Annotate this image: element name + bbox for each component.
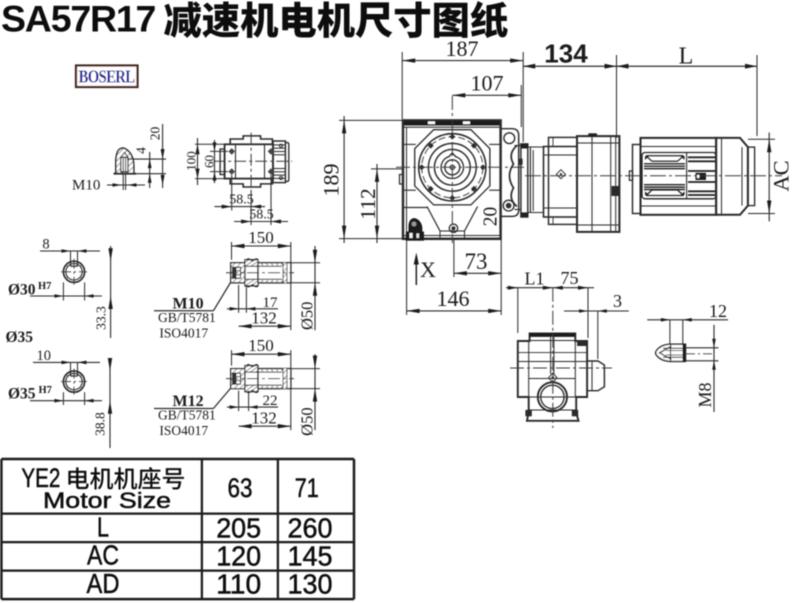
- svg-text:M10: M10: [72, 178, 100, 194]
- svg-text:71: 71: [295, 473, 319, 503]
- svg-text:75: 75: [561, 268, 579, 288]
- svg-text:146: 146: [437, 286, 470, 311]
- svg-text:132: 132: [251, 309, 277, 328]
- svg-text:187: 187: [446, 36, 479, 61]
- svg-text:73: 73: [465, 249, 488, 274]
- svg-text:58.5: 58.5: [249, 207, 274, 222]
- svg-text:132: 132: [251, 409, 277, 428]
- svg-text:ISO4017: ISO4017: [159, 325, 208, 340]
- svg-text:AD: AD: [87, 568, 120, 599]
- svg-text:20: 20: [481, 207, 502, 227]
- svg-text:134: 134: [544, 39, 588, 69]
- svg-text:GB/T5781: GB/T5781: [158, 408, 216, 423]
- svg-text:63: 63: [228, 473, 253, 503]
- svg-text:AC: AC: [87, 540, 119, 571]
- svg-text:145: 145: [288, 541, 333, 572]
- svg-text:Motor Size: Motor Size: [43, 488, 171, 513]
- svg-text:150: 150: [248, 336, 274, 355]
- svg-text:260: 260: [288, 513, 333, 544]
- svg-text:H7: H7: [39, 385, 52, 396]
- svg-text:Ø50: Ø50: [298, 407, 317, 435]
- svg-text:22: 22: [263, 393, 278, 409]
- svg-text:H7: H7: [38, 281, 51, 292]
- svg-text:L: L: [679, 44, 694, 70]
- svg-text:SA57R17: SA57R17: [1, 0, 156, 40]
- svg-text:3: 3: [613, 291, 622, 311]
- svg-text:112: 112: [356, 188, 380, 219]
- svg-text:BOSERL: BOSERL: [79, 67, 136, 87]
- svg-text:Ø50: Ø50: [298, 302, 317, 330]
- svg-text:Ø35: Ø35: [6, 329, 34, 346]
- svg-text:205: 205: [216, 513, 261, 544]
- svg-text:38.8: 38.8: [93, 412, 108, 436]
- svg-text:M8: M8: [695, 382, 715, 407]
- svg-text:120: 120: [216, 541, 261, 572]
- svg-text:100: 100: [184, 151, 199, 171]
- svg-text:17: 17: [263, 295, 279, 311]
- svg-text:8: 8: [42, 237, 49, 253]
- svg-text:X: X: [420, 257, 436, 282]
- svg-text:4: 4: [134, 147, 149, 154]
- svg-text:YE2: YE2: [21, 463, 60, 493]
- svg-text:33.3: 33.3: [94, 306, 109, 330]
- svg-text:Ø30: Ø30: [8, 282, 36, 299]
- svg-text:60: 60: [202, 155, 217, 168]
- svg-text:L: L: [97, 512, 109, 543]
- svg-text:L1: L1: [525, 269, 545, 289]
- svg-text:Ø35: Ø35: [8, 386, 36, 403]
- svg-text:150: 150: [248, 228, 274, 247]
- svg-text:20: 20: [148, 127, 163, 141]
- svg-text:189: 189: [319, 164, 344, 197]
- svg-text:10: 10: [37, 348, 52, 364]
- svg-text:58.5: 58.5: [229, 192, 254, 207]
- svg-text:GB/T5781: GB/T5781: [158, 310, 216, 325]
- svg-text:M12: M12: [173, 393, 204, 410]
- svg-text:M10: M10: [173, 295, 204, 312]
- svg-text:107: 107: [471, 71, 504, 96]
- svg-text:130: 130: [288, 569, 333, 600]
- svg-text:110: 110: [216, 569, 261, 600]
- svg-text:ISO4017: ISO4017: [159, 423, 208, 438]
- svg-text:AC: AC: [769, 160, 794, 191]
- svg-text:12: 12: [709, 301, 727, 321]
